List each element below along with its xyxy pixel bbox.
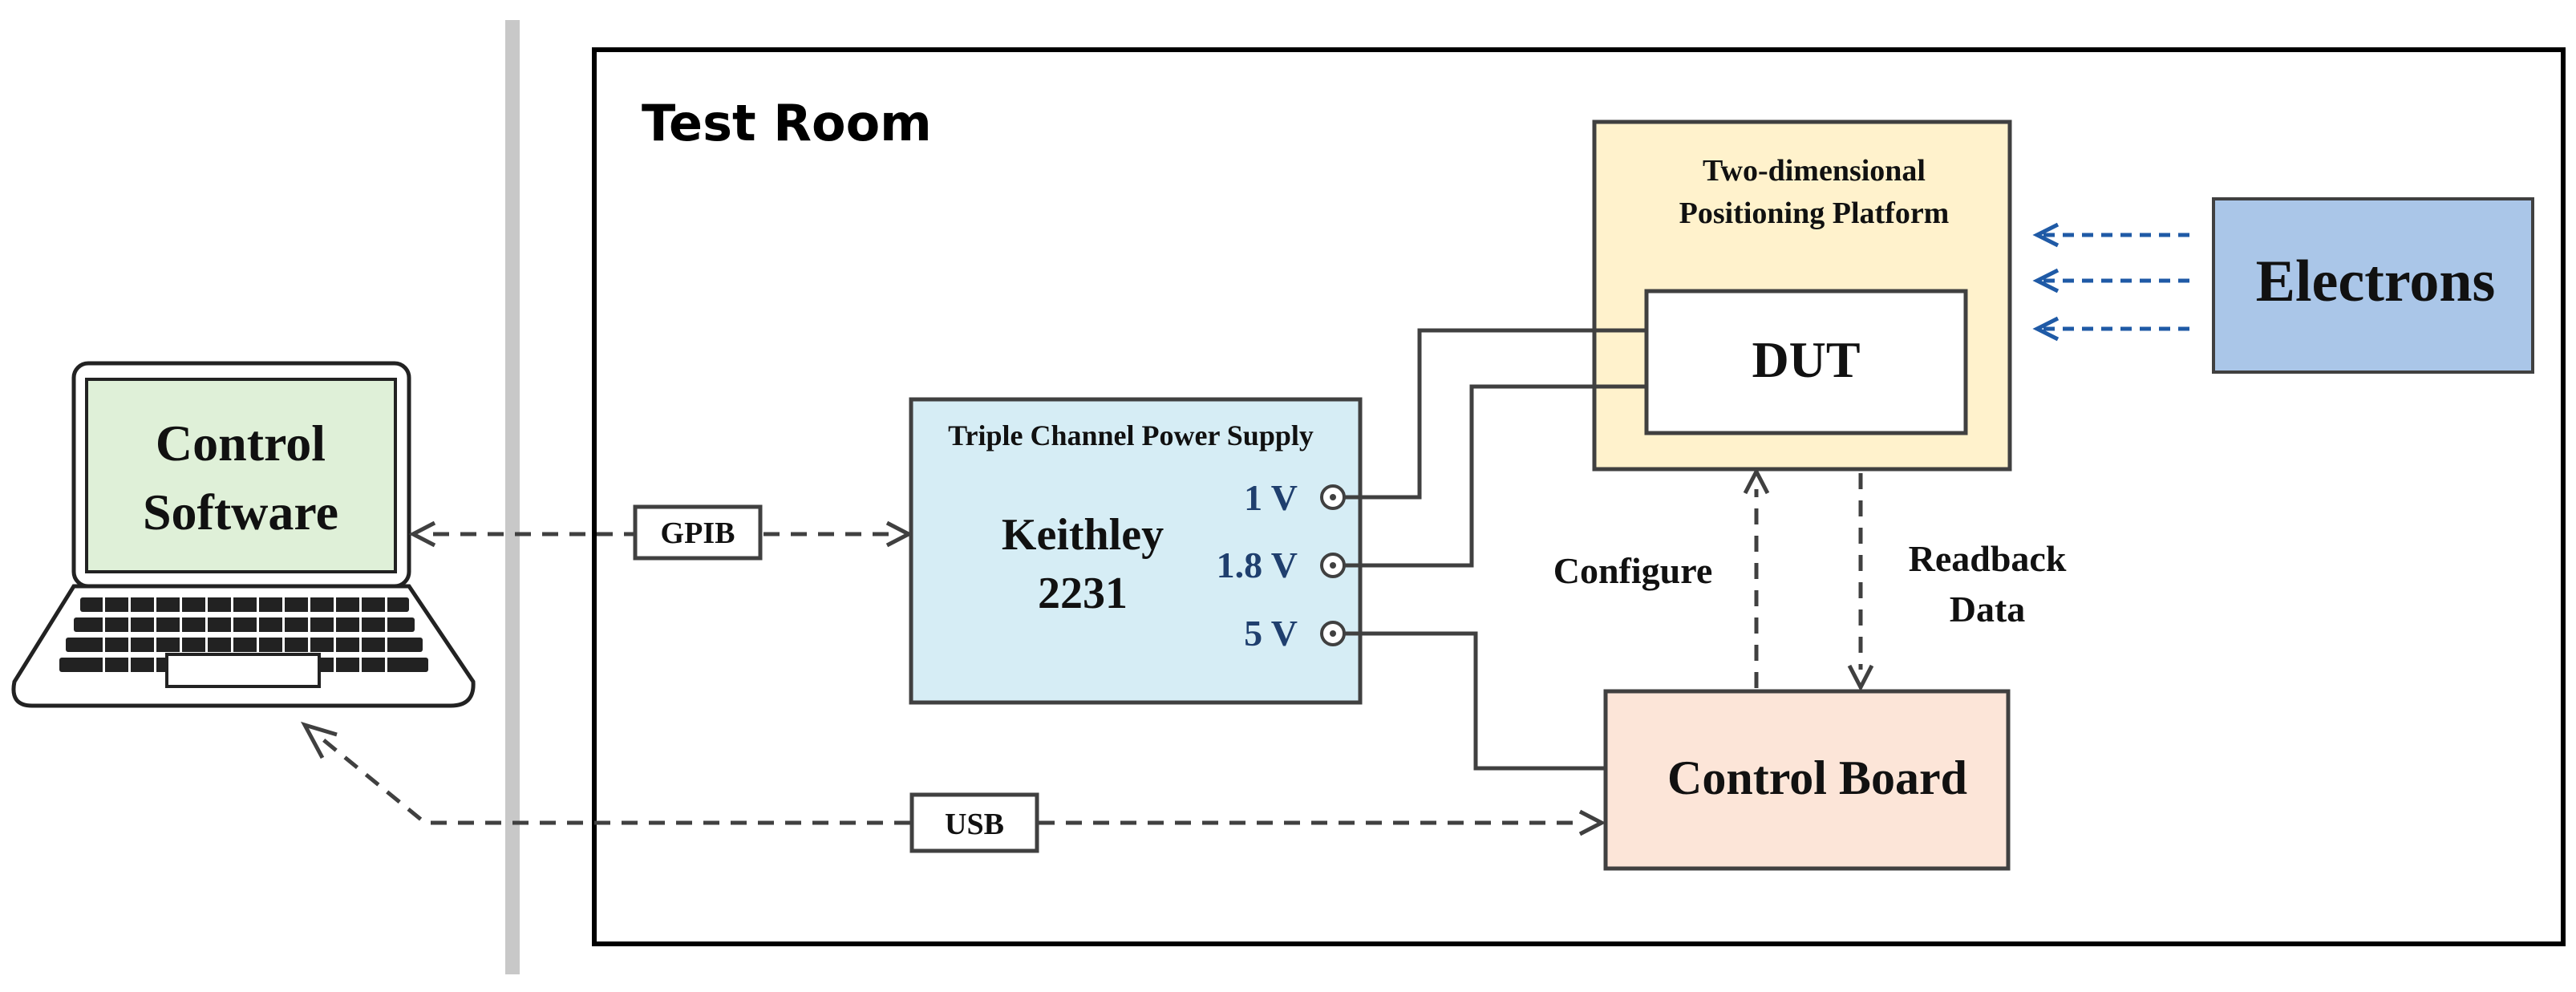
channel-label-1: 1 V [1244,477,1298,518]
readback-label-line2: Data [1950,589,2026,630]
usb-tag [909,792,1039,853]
power-supply-model-line2: 2231 [1038,569,1128,618]
output-terminal-2 [1320,553,1346,578]
gpib-label: GPIB [661,516,735,550]
configure-label: Configure [1553,550,1713,591]
gpib-tag [633,504,763,561]
electron-beam-arrows [2032,222,2189,342]
channel-label-3: 5 V [1244,613,1298,654]
power-supply-model-line1: Keithley [1002,510,1164,560]
platform-label-line2: Positioning Platform [1679,196,1950,230]
laptop-icon [11,361,476,708]
test-room-frame [592,47,2566,946]
platform-label-line1: Two-dimensional [1703,154,1926,188]
output-terminal-3 [1320,621,1346,646]
electrons-box [2212,197,2534,374]
power-wires [1344,328,1646,771]
control-board-label: Control Board [1667,751,1967,804]
laptop-screen [85,378,397,573]
gpib-link [408,520,913,548]
power-supply-box [909,397,1363,705]
touchpad [165,653,321,688]
electrons-label: Electrons [2256,249,2496,314]
dut-label: DUT [1752,331,1860,388]
laptop-label-line1: Control [156,415,326,472]
output-terminal-1 [1320,484,1346,510]
control-board-box [1603,689,2011,871]
wall-divider [505,20,520,974]
usb-label: USB [945,808,1004,841]
configure-arrow [1743,467,1770,688]
usb-link [300,721,1606,836]
dut-box [1644,289,1968,435]
readback-arrow [1847,473,1874,692]
laptop-label-line2: Software [143,484,338,541]
readback-label-line1: Readback [1909,538,2067,579]
power-supply-heading: Triple Channel Power Supply [948,419,1314,451]
channel-label-2: 1.8 V [1217,545,1298,585]
test-room-title: Test Room [642,94,932,152]
